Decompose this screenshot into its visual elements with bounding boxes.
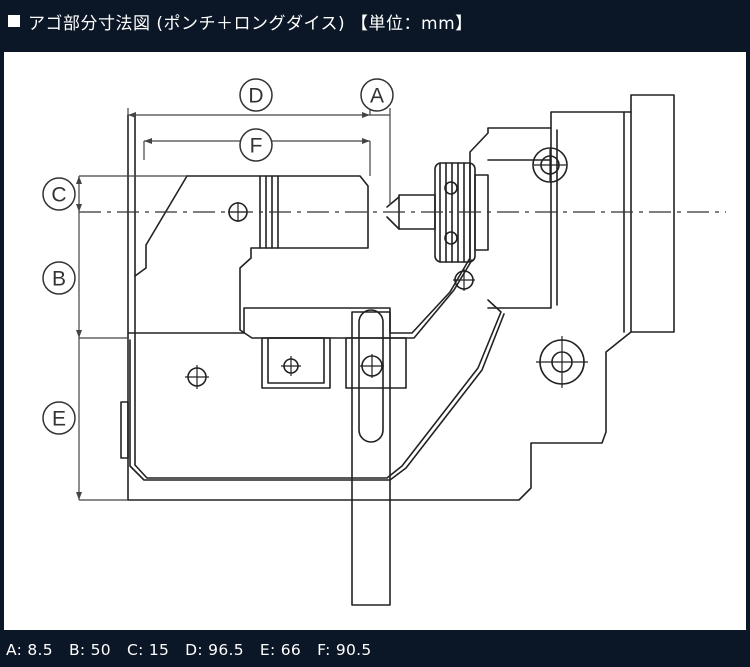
punch-holder: [186, 175, 473, 339]
die-block: [261, 337, 331, 389]
label-E: E: [52, 408, 66, 431]
page-title: アゴ部分寸法図 (ポンチ＋ロングダイス) 【単位：mm】: [28, 13, 473, 34]
label-F: F: [250, 135, 263, 158]
label-C: C: [51, 184, 66, 207]
dimension-values: A: 8.5 B: 50 C: 15 D: 96.5 E: 66 F: 90.5: [0, 632, 750, 667]
dimension-item: B: 50: [68, 640, 111, 659]
jaw-inner-line: [134, 114, 502, 479]
dimension-item: F: 90.5: [317, 640, 372, 659]
punch-body: [487, 159, 552, 309]
dimension-item: D: 96.5: [185, 640, 244, 659]
dimension-item: E: 66: [259, 640, 302, 659]
square-bullet-icon: [8, 15, 20, 27]
dimension-drawing: D A F C B E: [4, 52, 746, 630]
label-B: B: [52, 268, 66, 291]
label-D: D: [248, 85, 263, 108]
jaw-outline: [127, 94, 675, 501]
label-A: A: [370, 85, 384, 108]
dimension-item: C: 15: [126, 640, 170, 659]
dimension-item: A: 8.5: [6, 640, 53, 659]
die-holder: [345, 337, 407, 389]
title-bar: アゴ部分寸法図 (ポンチ＋ロングダイス) 【単位：mm】: [0, 0, 750, 42]
